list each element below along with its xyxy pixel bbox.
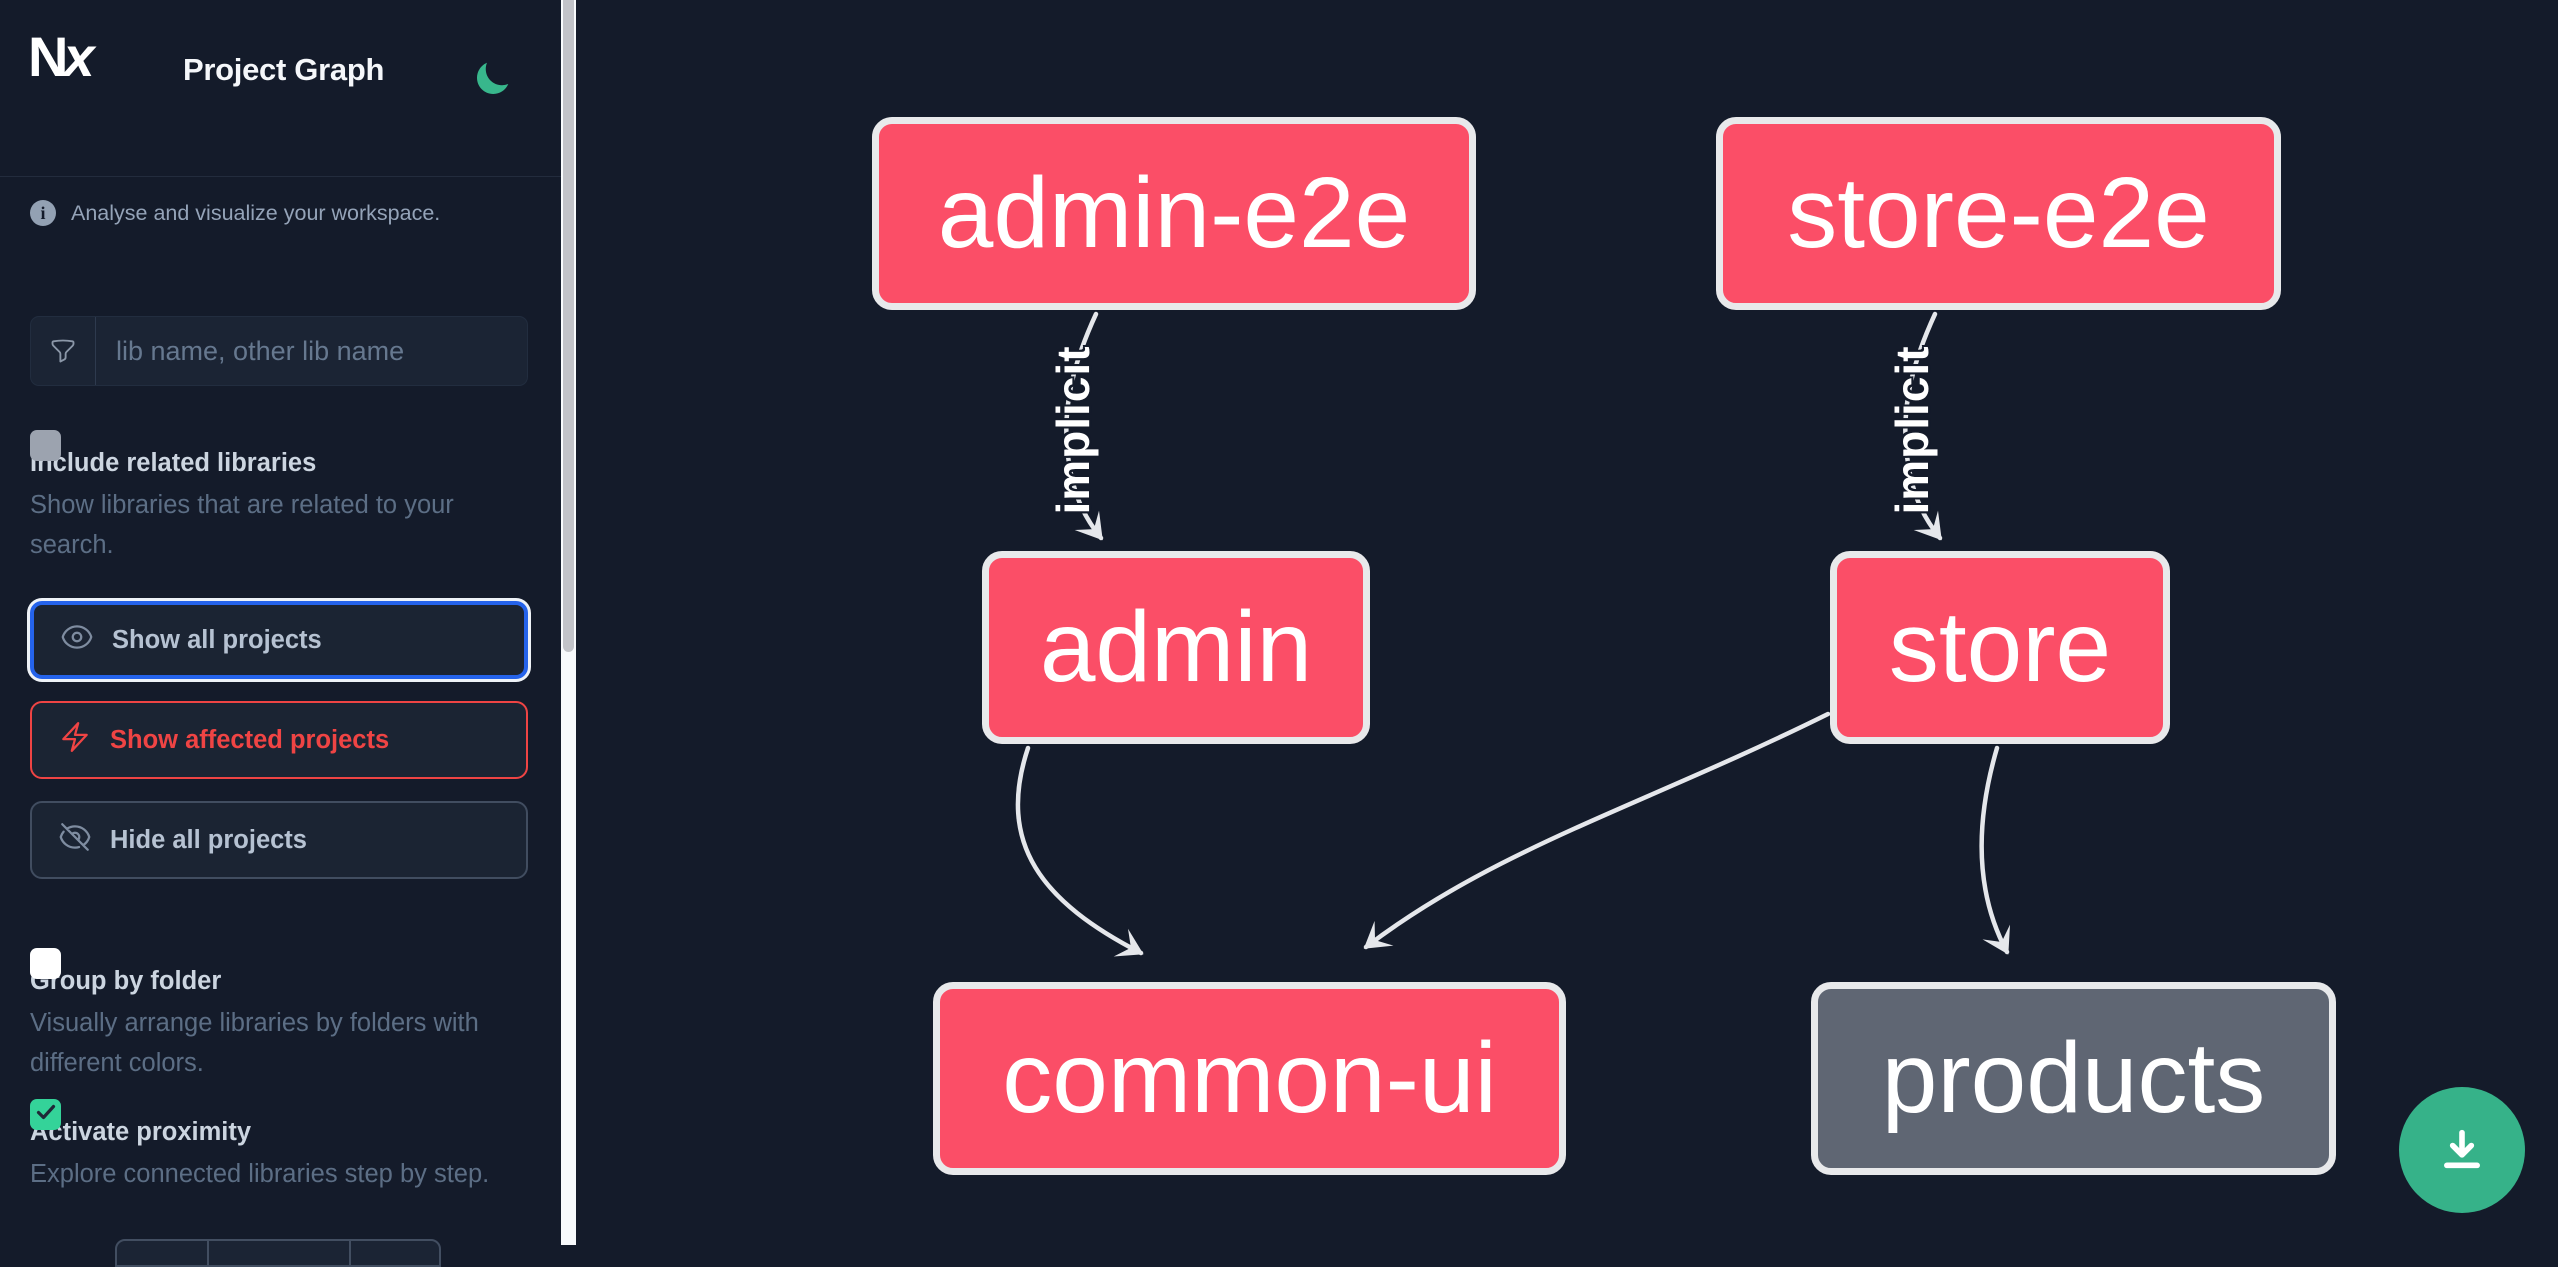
show-affected-projects-button[interactable]: Show affected projects: [30, 701, 528, 779]
check-icon: [34, 1100, 58, 1129]
proximity-stepper: [115, 1239, 441, 1267]
option-label: Group by folder: [30, 967, 222, 995]
option-activate-proximity: Activate proximity Explore connected lib…: [30, 1097, 530, 1194]
nx-logo: Nx: [28, 25, 95, 88]
page-title: Project Graph: [183, 52, 385, 87]
info-icon: [30, 200, 56, 226]
eye-icon: [60, 620, 94, 661]
dependency-edges: [1015, 311, 2011, 957]
node-label: admin-e2e: [937, 157, 1411, 269]
node-label: common-ui: [1002, 1022, 1497, 1134]
node-label: store-e2e: [1787, 157, 2210, 269]
show-affected-projects-label: Show affected projects: [110, 725, 390, 754]
project-node-products[interactable]: products: [1811, 982, 2336, 1175]
proximity-increment-button[interactable]: [349, 1239, 441, 1267]
option-group-by-folder: Group by folder Visually arrange librari…: [30, 946, 530, 1083]
funnel-icon: [31, 317, 96, 385]
proximity-value: [209, 1239, 349, 1267]
option-description: Explore connected libraries step by step…: [30, 1160, 490, 1188]
download-icon: [2434, 1121, 2490, 1180]
option-label: Include related libraries: [30, 449, 317, 477]
edge-store-common-ui: [1363, 711, 1831, 950]
project-graph-canvas[interactable]: implicit implicit admin-e2e store-e2e ad…: [576, 0, 2558, 1245]
activate-proximity-checkbox[interactable]: [30, 1099, 61, 1130]
node-label: store: [1888, 591, 2112, 703]
project-node-admin-e2e[interactable]: admin-e2e: [872, 117, 1476, 310]
workspace-info: Analyse and visualize your workspace.: [30, 200, 440, 226]
workspace-info-text: Analyse and visualize your workspace.: [71, 200, 441, 225]
node-label: products: [1881, 1022, 2266, 1134]
hide-all-projects-label: Hide all projects: [110, 825, 307, 854]
node-label: admin: [1039, 591, 1313, 703]
group-by-folder-checkbox[interactable]: [30, 948, 61, 979]
edge-admin-e2e-admin: [1064, 311, 1104, 541]
option-label: Activate proximity: [30, 1118, 252, 1146]
sidebar-scrollbar-thumb[interactable]: [563, 0, 574, 652]
option-description: Visually arrange libraries by folders wi…: [30, 1009, 479, 1077]
sidebar: Nx Project Graph Analyse and visualize y…: [0, 0, 561, 1267]
edge-store-e2e-store: [1903, 311, 1943, 541]
filter-search: [30, 316, 528, 386]
project-node-store[interactable]: store: [1830, 551, 2170, 744]
show-all-projects-button[interactable]: Show all projects: [30, 601, 528, 679]
project-node-common-ui[interactable]: common-ui: [933, 982, 1566, 1175]
show-all-projects-label: Show all projects: [112, 625, 322, 654]
edge-label-implicit: implicit: [1886, 345, 1938, 515]
option-include-related: Include related libraries Show libraries…: [30, 428, 530, 565]
download-graph-button[interactable]: [2399, 1087, 2525, 1213]
sidebar-header: Nx Project Graph: [0, 0, 561, 177]
option-description: Show libraries that are related to your …: [30, 491, 454, 559]
moon-icon: [472, 62, 512, 102]
hide-all-projects-button[interactable]: Hide all projects: [30, 801, 528, 879]
include-related-checkbox[interactable]: [30, 430, 61, 461]
bolt-icon: [58, 720, 92, 761]
edge-admin-common-ui: [1015, 745, 1144, 957]
project-node-admin[interactable]: admin: [982, 551, 1370, 744]
project-node-store-e2e[interactable]: store-e2e: [1716, 117, 2281, 310]
search-input[interactable]: [96, 317, 527, 385]
eye-slash-icon: [58, 820, 92, 861]
edge-store-products: [1979, 745, 2011, 955]
edge-label-implicit: implicit: [1047, 345, 1099, 515]
dark-mode-toggle[interactable]: [470, 58, 514, 102]
proximity-decrement-button[interactable]: [115, 1239, 209, 1267]
sidebar-scrollbar[interactable]: [561, 0, 576, 1245]
